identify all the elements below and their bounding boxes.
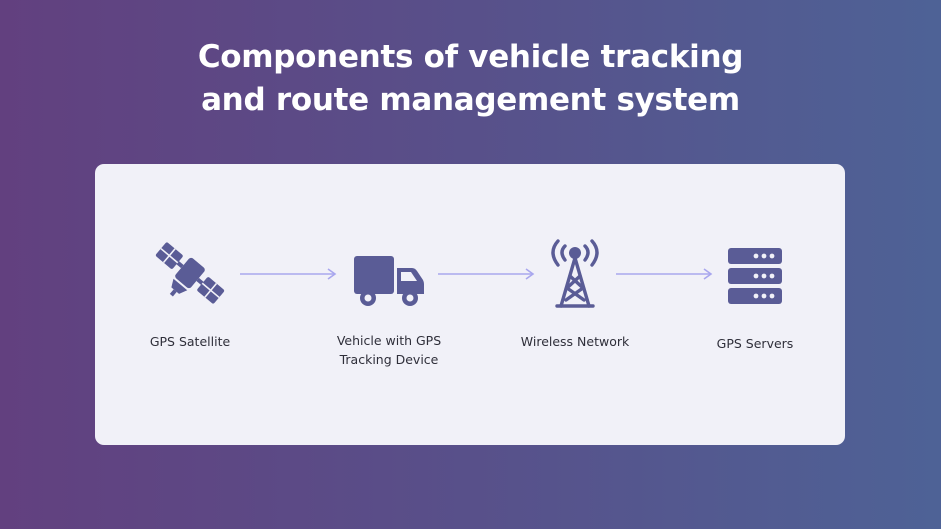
title-line-1: Components of vehicle tracking [197, 39, 744, 75]
node-label-line-2: Tracking Device [339, 352, 439, 367]
node-label: GPS Satellite [149, 334, 231, 349]
node-label-line-1: Vehicle with GPS [336, 333, 442, 348]
diagram-card: GPS Satellite Vehicle with GPS Tracking … [95, 164, 845, 445]
page-title: Components of vehicle tracking and route… [0, 36, 941, 122]
node-gps-servers: GPS Servers [680, 246, 830, 353]
node-label: Wireless Network [520, 334, 630, 349]
truck-icon [354, 256, 424, 306]
node-wireless-network: Wireless Network [500, 238, 650, 351]
satellite-icon [155, 242, 225, 304]
arrow-2 [438, 268, 535, 280]
node-vehicle: Vehicle with GPS Tracking Device [314, 252, 464, 369]
server-icon [728, 248, 782, 304]
node-gps-satellite: GPS Satellite [115, 236, 265, 351]
antenna-tower-icon [551, 239, 599, 308]
arrow-1 [240, 268, 337, 280]
arrow-3 [616, 268, 713, 280]
node-label: GPS Servers [716, 336, 794, 351]
title-line-2: and route management system [201, 82, 740, 118]
